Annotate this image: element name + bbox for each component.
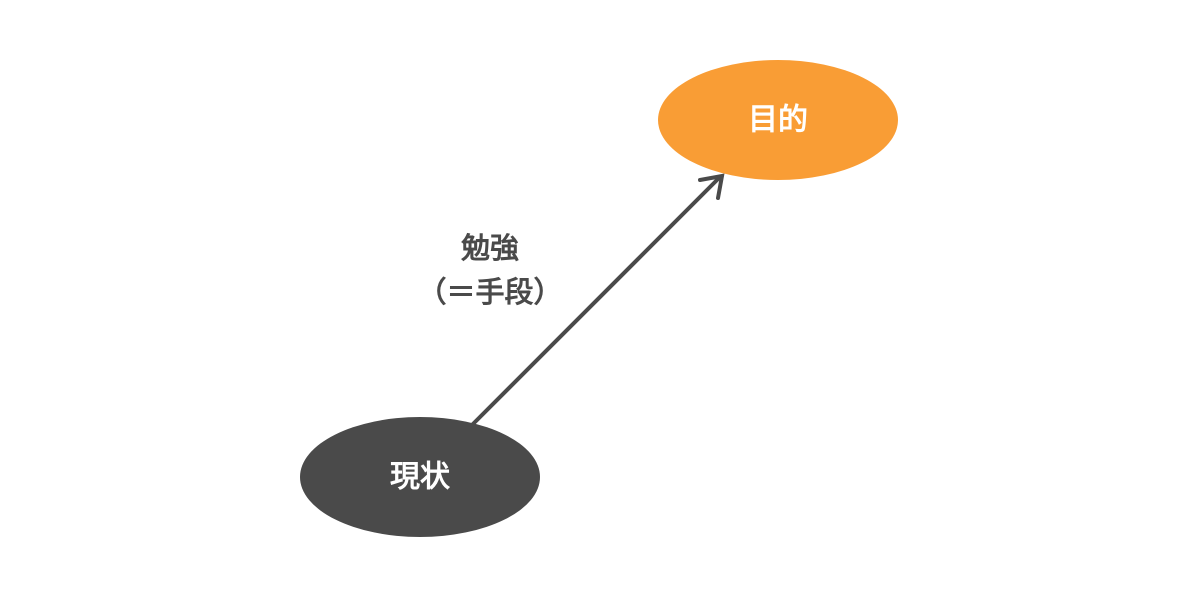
arrow-label: 勉強 （＝手段） — [390, 226, 590, 314]
arrow-label-line2: （＝手段） — [417, 275, 563, 309]
goal-node-shape — [658, 60, 898, 180]
goal-node-label: 目的 — [748, 103, 808, 138]
arrow-label-line1: 勉強 — [460, 231, 519, 265]
current-node-shape — [300, 417, 540, 537]
current-node: 現状 — [300, 417, 540, 537]
arrow-current-to-goal — [470, 173, 725, 427]
current-node-label: 現状 — [390, 460, 451, 495]
goal-node: 目的 — [658, 60, 898, 180]
